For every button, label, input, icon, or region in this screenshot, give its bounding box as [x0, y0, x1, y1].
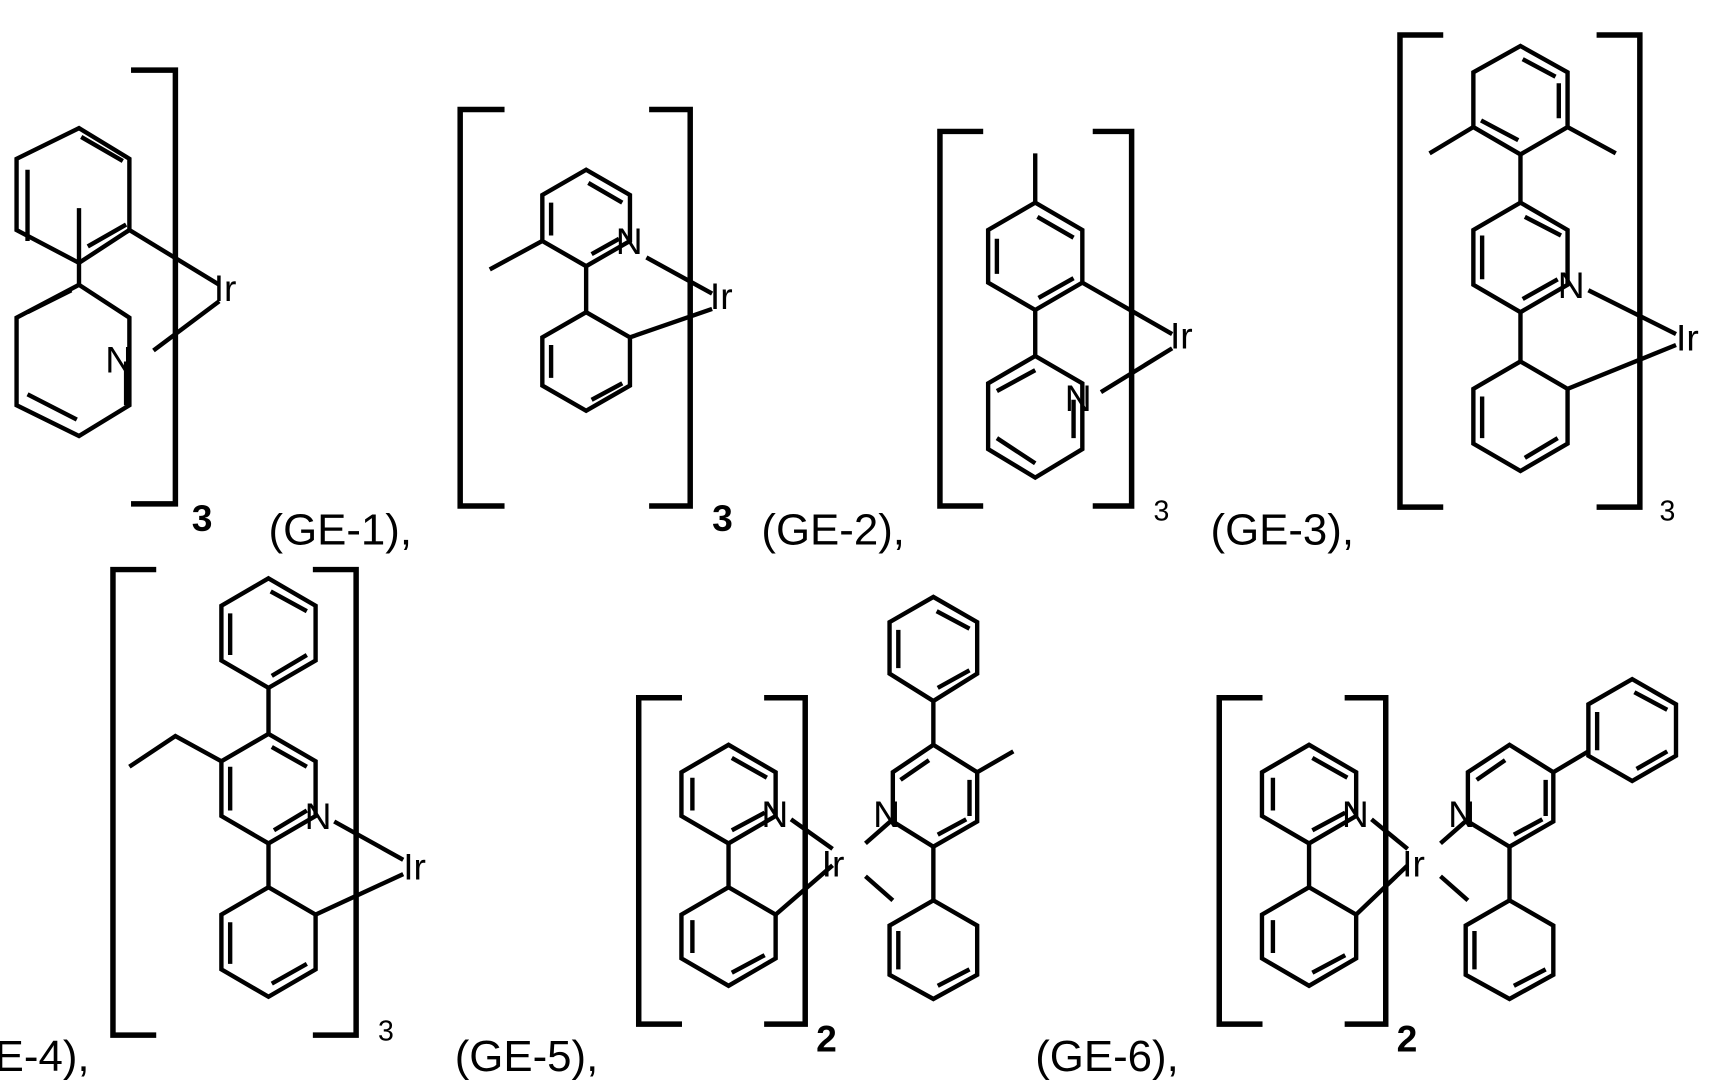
- multiplier: 3: [378, 1016, 394, 1048]
- compound-4: N Ir 3: [1397, 32, 1699, 527]
- compound-label: (GE-6),: [1035, 1032, 1179, 1080]
- compound-2: N Ir 3 (GE-2),: [457, 106, 905, 554]
- nitrogen-atom: N: [616, 220, 643, 262]
- compound-7: N Ir N 2: [1216, 676, 1679, 1060]
- compound-6: N Ir N 2 (GE-6),: [635, 594, 1179, 1080]
- nitrogen-atom: N: [1448, 793, 1475, 835]
- multiplier: 3: [712, 497, 733, 539]
- iridium-atom: Ir: [403, 846, 426, 888]
- iridium-atom: Ir: [214, 267, 237, 309]
- nitrogen-atom: N: [1065, 377, 1092, 419]
- multiplier: 3: [1660, 495, 1676, 527]
- iridium-atom: Ir: [1170, 314, 1193, 356]
- compound-label: E-4),: [0, 1032, 90, 1080]
- right-bracket: [1596, 32, 1643, 510]
- nitrogen-atom: N: [305, 795, 332, 837]
- left-bracket: [1397, 32, 1444, 510]
- right-bracket: [1344, 694, 1389, 1027]
- left-bracket: [457, 106, 505, 509]
- iridium-atom: Ir: [822, 842, 845, 884]
- multiplier: 2: [816, 1018, 837, 1060]
- multiplier: 3: [1154, 495, 1170, 527]
- right-bracket: [649, 106, 693, 509]
- nitrogen-atom: N: [105, 338, 132, 380]
- left-bracket: [635, 694, 682, 1027]
- compound-1: N Ir 3 (GE-1),: [14, 67, 412, 554]
- left-bracket: [937, 128, 984, 509]
- multiplier: 2: [1397, 1018, 1418, 1060]
- compound-label: (GE-1),: [268, 505, 412, 554]
- right-bracket: [312, 566, 359, 1038]
- right-bracket: [1092, 128, 1135, 509]
- right-bracket: [131, 67, 179, 507]
- multiplier: 3: [192, 497, 213, 539]
- left-bracket: [110, 566, 157, 1038]
- nitrogen-atom: N: [761, 793, 788, 835]
- compound-label: (GE-3),: [1210, 505, 1354, 554]
- iridium-atom: Ir: [1676, 317, 1699, 359]
- iridium-atom: Ir: [710, 275, 733, 317]
- nitrogen-atom: N: [873, 793, 900, 835]
- compound-label: (GE-2),: [761, 505, 905, 554]
- right-bracket: [764, 694, 808, 1027]
- compound-5: N Ir 3 (GE-5),: [110, 566, 599, 1080]
- nitrogen-atom: N: [1342, 793, 1369, 835]
- compound-3: N Ir 3 (GE-3),: [937, 128, 1354, 554]
- iridium-atom: Ir: [1402, 842, 1425, 884]
- nitrogen-atom: N: [1558, 264, 1585, 306]
- compound-label: (GE-5),: [455, 1032, 599, 1080]
- left-bracket: [1216, 694, 1263, 1027]
